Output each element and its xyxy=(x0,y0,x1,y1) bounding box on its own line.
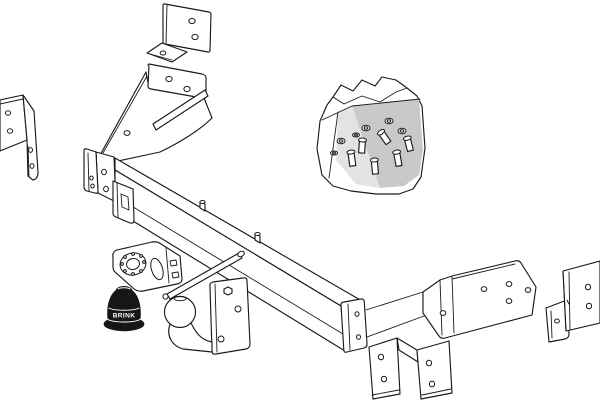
lower-tab-bracket xyxy=(112,180,135,224)
left-end-plates xyxy=(83,148,117,203)
right-edge-bracket xyxy=(545,260,600,343)
tube-end-plate xyxy=(340,298,368,353)
left-edge-bracket xyxy=(0,94,39,181)
left-arm xyxy=(98,63,213,162)
bag-bolts xyxy=(346,128,414,175)
socket-plate xyxy=(112,241,183,292)
towball xyxy=(162,250,251,355)
corner-brackets xyxy=(368,337,453,400)
towbar-crossmember xyxy=(83,63,537,353)
towball-cover: BRINK xyxy=(103,285,145,332)
top-left-bracket xyxy=(146,3,212,63)
fastener-bag xyxy=(316,76,426,195)
right-wing-plate xyxy=(365,260,537,339)
breakaway-cable xyxy=(162,250,245,300)
bag-nuts xyxy=(330,117,407,156)
towball-cover-brand-text: BRINK xyxy=(113,313,136,320)
